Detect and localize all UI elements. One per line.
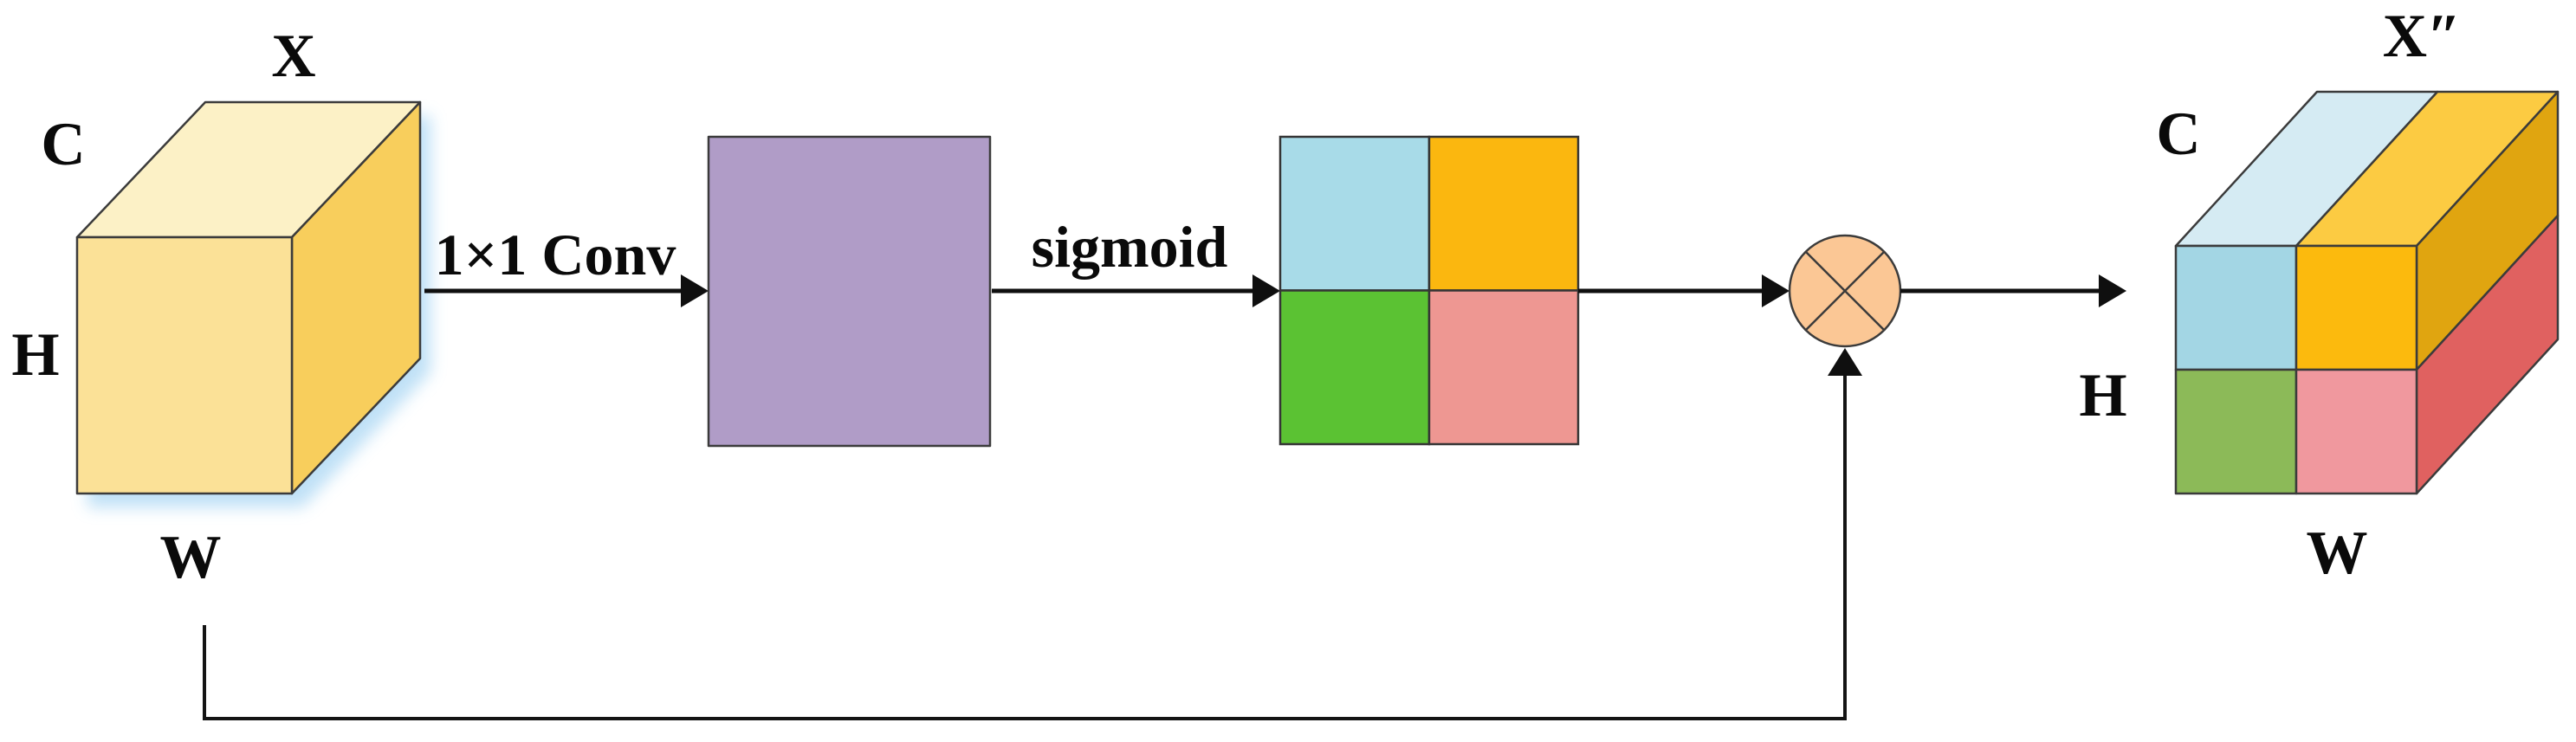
input-cube-front-face <box>75 236 294 495</box>
output-tensor-label: X″ <box>2383 3 2461 70</box>
attention-map-grid <box>1278 135 1580 446</box>
attention-cell-bottom-right <box>1427 289 1580 446</box>
skip-connection-line <box>203 372 1847 720</box>
sigmoid-arrow-label: sigmoid <box>1032 214 1228 280</box>
output-cell-bottom-left <box>2174 368 2298 495</box>
skip-connection-arrowhead-icon <box>1828 348 1862 376</box>
grid-to-multiply-arrowhead-icon <box>1762 274 1790 307</box>
multiply-operator-icon <box>1788 234 1902 348</box>
multiply-to-output-arrowhead-icon <box>2099 274 2126 307</box>
output-tensor-cube <box>2174 90 2560 495</box>
output-width-label: W <box>2307 519 2368 587</box>
output-channel-label: C <box>2156 100 2200 168</box>
input-width-label: W <box>160 524 222 591</box>
output-height-label: H <box>2079 362 2126 429</box>
attention-cell-bottom-left <box>1278 289 1431 446</box>
attention-cell-top-left <box>1278 135 1431 292</box>
multiply-cross-line-2 <box>1805 251 1885 331</box>
sigmoid-arrowhead-icon <box>1252 274 1280 307</box>
input-channel-label: C <box>41 111 85 178</box>
conv-arrowhead-icon <box>681 274 709 307</box>
output-cell-bottom-right <box>2294 368 2418 495</box>
input-height-label: H <box>11 321 59 389</box>
attention-cell-top-right <box>1427 135 1580 292</box>
conv-feature-map <box>707 135 992 448</box>
input-tensor-cube <box>75 100 430 507</box>
output-cell-top-right <box>2294 244 2418 371</box>
conv-arrow-label: 1×1 Conv <box>435 222 676 287</box>
output-cell-top-left <box>2174 244 2298 371</box>
input-tensor-label: X <box>271 23 315 90</box>
